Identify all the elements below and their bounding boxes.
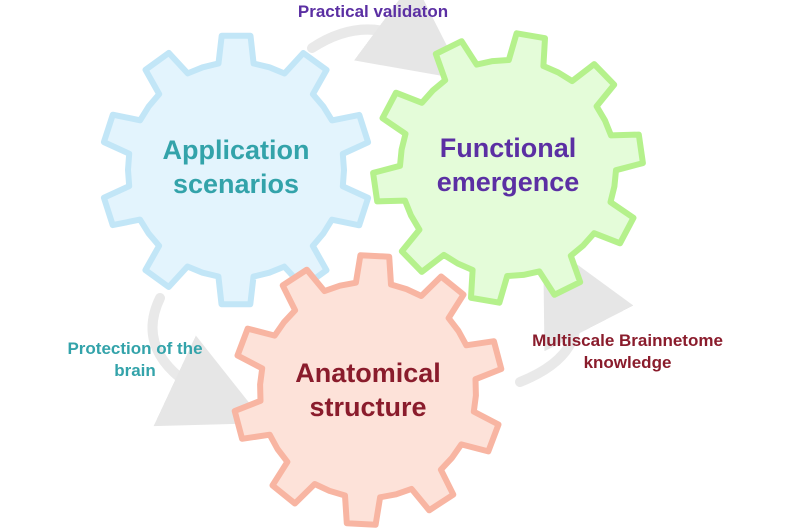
- gear-functional: [370, 30, 646, 306]
- arrow-label-multiscale: Multiscale Brainnetome knowledge: [495, 330, 760, 374]
- rotation-arrow-top: [307, 0, 465, 80]
- gear-label-functional-line1: Functional: [439, 133, 577, 163]
- gear-label-application-line2: scenarios: [172, 169, 300, 199]
- gear-anatomical: [231, 252, 505, 528]
- gear-label-functional: Functional emergence: [408, 131, 608, 199]
- arrow-label-protection: Protection of the brain: [30, 338, 240, 382]
- arrow-label-practical-validation: Practical validaton: [263, 1, 483, 23]
- gear-label-functional-line2: emergence: [436, 167, 580, 197]
- arrow-label-left-line1: Protection of the: [67, 339, 203, 358]
- gear-application: [100, 32, 372, 308]
- gear-label-application-line1: Application: [162, 135, 310, 165]
- rotation-arrow-left: [147, 293, 266, 427]
- arrow-label-right-line1: Multiscale Brainnetome: [532, 331, 723, 350]
- gear-label-anatomical-line2: structure: [309, 392, 427, 422]
- arrow-label-top-line1: Practical validaton: [297, 2, 449, 21]
- arrow-label-right-line2: knowledge: [583, 353, 672, 372]
- rotation-arrow-right: [515, 239, 634, 387]
- gear-label-anatomical: Anatomical structure: [268, 356, 468, 424]
- gear-label-application: Application scenarios: [136, 133, 336, 201]
- arrow-label-left-line2: brain: [114, 361, 156, 380]
- gear-label-anatomical-line1: Anatomical: [295, 358, 441, 388]
